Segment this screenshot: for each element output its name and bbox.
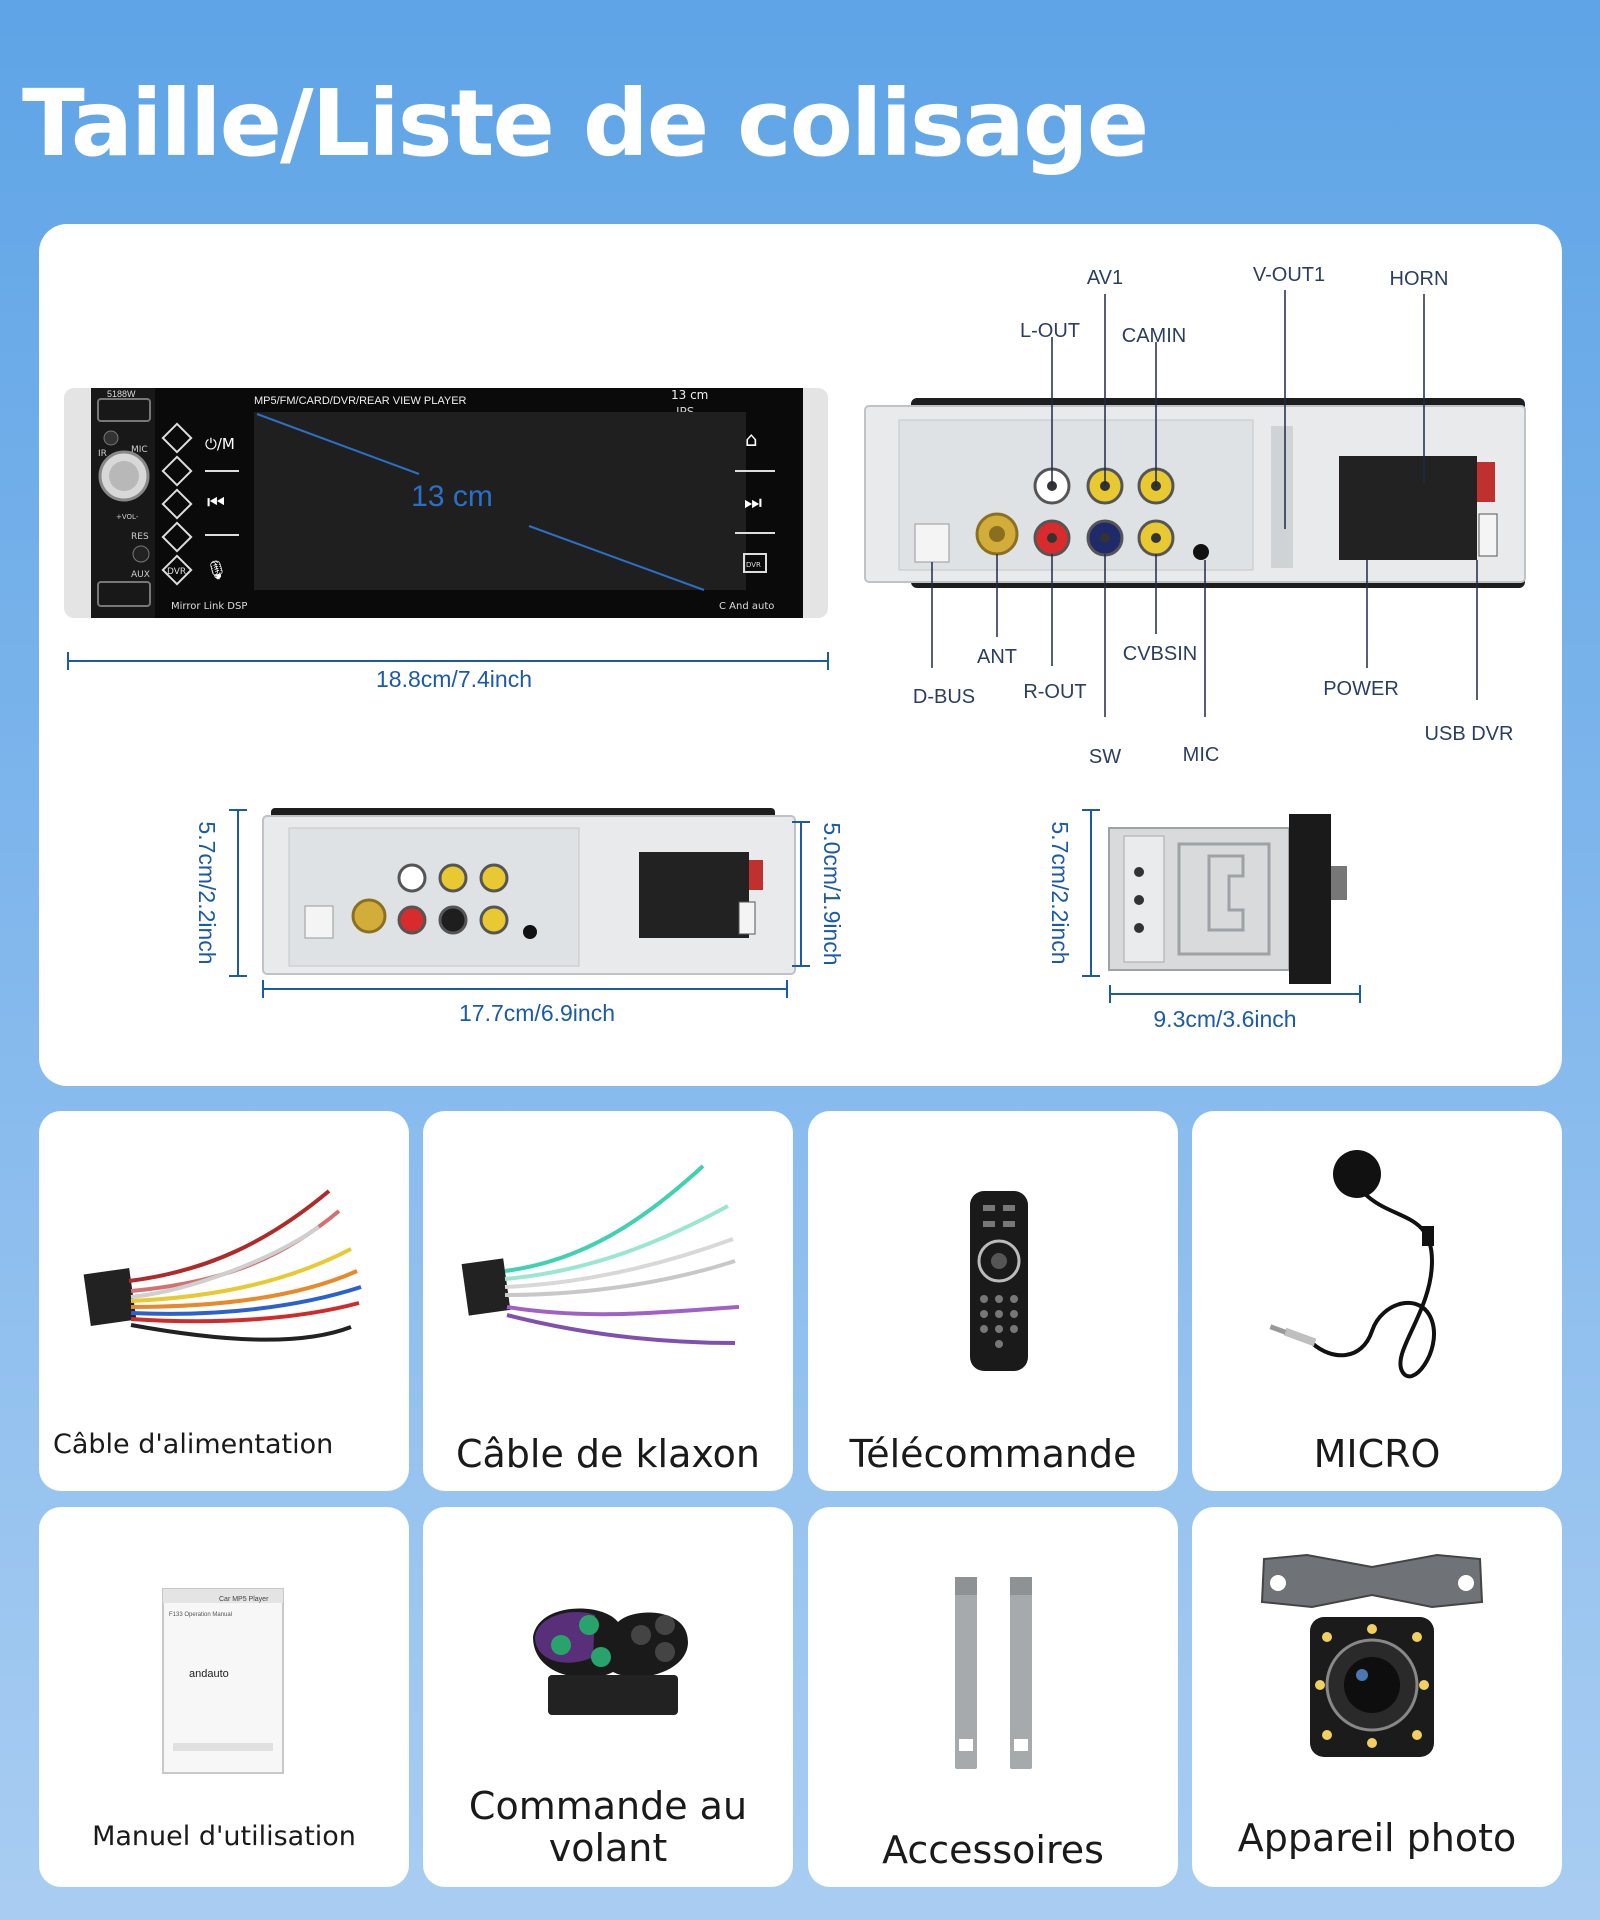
rear-unit-small xyxy=(262,808,796,975)
dvr-button-label: DVR xyxy=(167,567,186,577)
rear-width-label: 17.7cm/6.9inch xyxy=(459,1000,615,1026)
rear-inner-height-label: 5.0cm/1.9inch xyxy=(819,822,845,965)
item-label: Télécommande xyxy=(849,1432,1137,1476)
manual-subtitle: F133 Operation Manual xyxy=(169,1612,232,1618)
item-card-horn-cable: Câble de klaxon xyxy=(423,1111,793,1491)
port-label-camin: CAMIN xyxy=(1122,325,1186,347)
front-header-text: MP5/FM/CARD/DVR/REAR VIEW PLAYER xyxy=(254,395,467,407)
side-depth-label: 9.3cm/3.6inch xyxy=(1153,1006,1296,1032)
prev-icon[interactable]: ⏮ xyxy=(207,490,225,514)
remote-control-icon xyxy=(970,1191,1028,1371)
aux-label: AUX xyxy=(131,570,150,580)
port-label-power: POWER xyxy=(1323,678,1399,700)
usb-port xyxy=(97,581,151,607)
power-mode-label: ⏻/M xyxy=(205,435,235,453)
front-width-label: 18.8cm/7.4inch xyxy=(376,666,532,692)
horn-cable-icon xyxy=(461,1164,740,1345)
item-card-removal-keys: Accessoires xyxy=(808,1507,1178,1887)
front-footer-text: Mirror Link DSP xyxy=(171,601,247,612)
port-label-cvbsin: CVBSIN xyxy=(1123,643,1197,665)
vol-label: +VOL- xyxy=(116,513,139,521)
home-icon[interactable]: ⌂ xyxy=(745,427,758,451)
item-label: Manuel d'utilisation xyxy=(92,1821,356,1852)
aux-port xyxy=(132,545,150,563)
front-width-dimension xyxy=(67,652,829,670)
manual-brand: andauto xyxy=(189,1668,229,1680)
item-card-microphone: MICRO xyxy=(1192,1111,1562,1491)
side-dimensions xyxy=(1082,809,1361,1003)
mic-jack xyxy=(1193,544,1209,560)
steering-remote-icon xyxy=(533,1608,688,1715)
microphone-icon xyxy=(1269,1150,1436,1379)
item-card-rear-camera: Appareil photo xyxy=(1192,1507,1562,1887)
iso-connector xyxy=(1339,456,1477,560)
screen-diagonal-label: 13 cm xyxy=(411,480,493,513)
port-label-ant: ANT xyxy=(977,646,1017,668)
port-label-horn: HORN xyxy=(1390,268,1449,290)
item-label: Accessoires xyxy=(882,1828,1104,1872)
item-card-steering-remote: Commande au volant xyxy=(423,1507,793,1887)
item-label: Appareil photo xyxy=(1237,1816,1517,1860)
item-label: Câble d'alimentation xyxy=(53,1429,334,1460)
screen xyxy=(254,412,746,590)
d-bus-port xyxy=(914,523,950,563)
port-label-av1: AV1 xyxy=(1087,267,1123,289)
port-label-d-bus: D-BUS xyxy=(913,686,975,708)
page-title: Taille/Liste de colisage xyxy=(22,70,1149,177)
port-label-sw: SW xyxy=(1089,746,1121,768)
mic-hole-label: MIC xyxy=(131,445,148,455)
usb-dvr-port xyxy=(1478,513,1498,557)
item-label: MICRO xyxy=(1313,1432,1441,1476)
port-label-mic: MIC xyxy=(1183,744,1220,766)
brand-label: C And auto xyxy=(719,601,774,612)
port-leaders xyxy=(931,290,1478,717)
res-label: RES xyxy=(131,532,149,542)
ir-label: IR xyxy=(98,449,107,459)
rear-camera-icon xyxy=(1260,1553,1484,1757)
item-label: Commande au volant xyxy=(468,1784,748,1870)
front-unit: 5188W IR MIC +VOL- RES AUX DVR ⏻/M ⏮ � xyxy=(64,388,828,618)
side-height-label: 5.7cm/2.2inch xyxy=(1047,821,1073,964)
next-icon[interactable]: ⏭ xyxy=(744,490,762,514)
dvr-icon-label: DVR xyxy=(746,561,761,569)
dimensions-diagram: 5188W IR MIC +VOL- RES AUX DVR ⏻/M ⏮ � xyxy=(64,264,1526,1032)
item-card-manual: Car MP5 Player F133 Operation Manual and… xyxy=(39,1507,409,1887)
power-cable-icon xyxy=(83,1189,362,1342)
port-label-r-out: R-OUT xyxy=(1023,681,1086,703)
model-label: 5188W xyxy=(107,389,136,399)
manual-icon: Car MP5 Player F133 Operation Manual and… xyxy=(162,1588,284,1774)
manual-title: Car MP5 Player xyxy=(219,1596,269,1603)
rear-unit xyxy=(864,398,1526,588)
rear-height-label: 5.7cm/2.2inch xyxy=(194,821,220,964)
dvr-icon[interactable] xyxy=(743,553,767,573)
size-tag: 13 cm xyxy=(671,388,708,402)
item-label: Câble de klaxon xyxy=(455,1432,761,1476)
removal-keys-icon xyxy=(955,1577,1032,1769)
rear-small-dimensions xyxy=(229,809,810,998)
port-label-v-out1: V-OUT1 xyxy=(1253,264,1325,286)
item-card-power-cable: Câble d'alimentation xyxy=(39,1111,409,1491)
side-unit xyxy=(1108,814,1347,984)
dimensions-panel: 5188W IR MIC +VOL- RES AUX DVR ⏻/M ⏮ � xyxy=(39,224,1562,1086)
voice-icon[interactable]: 🎙 xyxy=(205,560,228,581)
port-label-l-out: L-OUT xyxy=(1020,320,1080,342)
item-card-remote: Télécommande xyxy=(808,1111,1178,1491)
port-label-usb-dvr: USB DVR xyxy=(1425,723,1514,745)
